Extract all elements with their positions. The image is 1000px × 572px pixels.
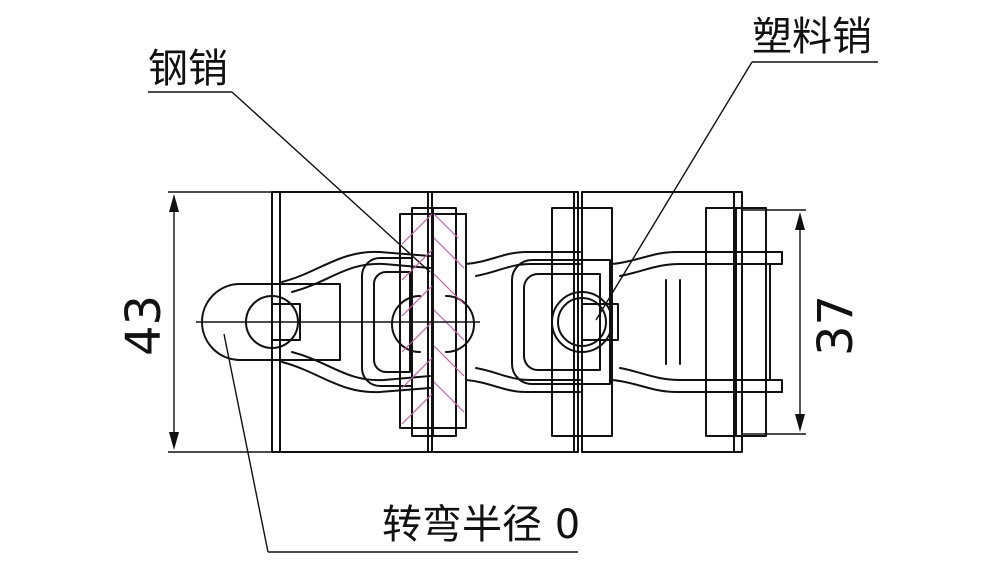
turning-radius-callout: 转弯半径 0 (223, 333, 580, 553)
dimension-43-value: 43 (116, 295, 172, 356)
dimension-43: 43 (116, 191, 280, 453)
plastic-pin-callout: 塑料销 (595, 14, 878, 321)
plastic-pin-label: 塑料销 (752, 14, 872, 60)
dimension-37: 37 (742, 209, 864, 435)
steel-pin-callout: 钢销 (148, 46, 431, 273)
steel-pin-leader (231, 91, 431, 273)
chain-body (196, 191, 783, 453)
dimension-37-value: 37 (808, 295, 864, 356)
turning-radius-leader (223, 333, 269, 553)
steel-pin-label: 钢销 (148, 46, 228, 92)
turning-radius-label: 转弯半径 0 (382, 502, 580, 548)
